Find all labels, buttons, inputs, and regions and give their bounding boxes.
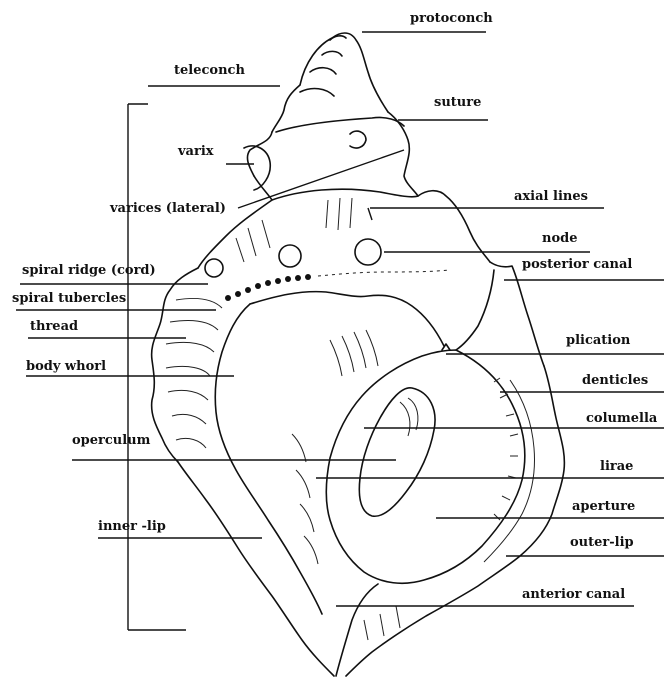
label-anterior-canal: anterior canal xyxy=(522,587,625,602)
label-body-whorl: body whorl xyxy=(26,359,106,374)
shell-details xyxy=(166,198,518,640)
label-aperture: aperture xyxy=(572,499,635,514)
label-suture: suture xyxy=(434,95,481,110)
label-denticles: denticles xyxy=(582,373,648,388)
label-outer-lip: outer-lip xyxy=(570,535,634,550)
label-plication: plication xyxy=(566,333,631,348)
label-inner-lip: inner -lip xyxy=(98,519,166,534)
label-operculum: operculum xyxy=(72,433,151,448)
labels: protoconch teleconch suture varix varice… xyxy=(12,11,658,602)
label-protoconch: protoconch xyxy=(410,11,493,26)
label-thread: thread xyxy=(30,319,78,334)
teleconch-bracket xyxy=(128,86,280,630)
label-spiral-ridge: spiral ridge (cord) xyxy=(22,263,156,278)
label-varices-lateral: varices (lateral) xyxy=(109,201,226,216)
label-varix: varix xyxy=(177,144,214,159)
label-node: node xyxy=(542,231,577,246)
label-axial-lines: axial lines xyxy=(514,189,588,204)
label-columella: columella xyxy=(586,411,658,426)
label-teleconch: teleconch xyxy=(174,63,245,78)
label-spiral-tubercles: spiral tubercles xyxy=(12,291,126,306)
label-posterior-canal: posterior canal xyxy=(522,257,632,272)
label-lirae: lirae xyxy=(600,459,633,474)
